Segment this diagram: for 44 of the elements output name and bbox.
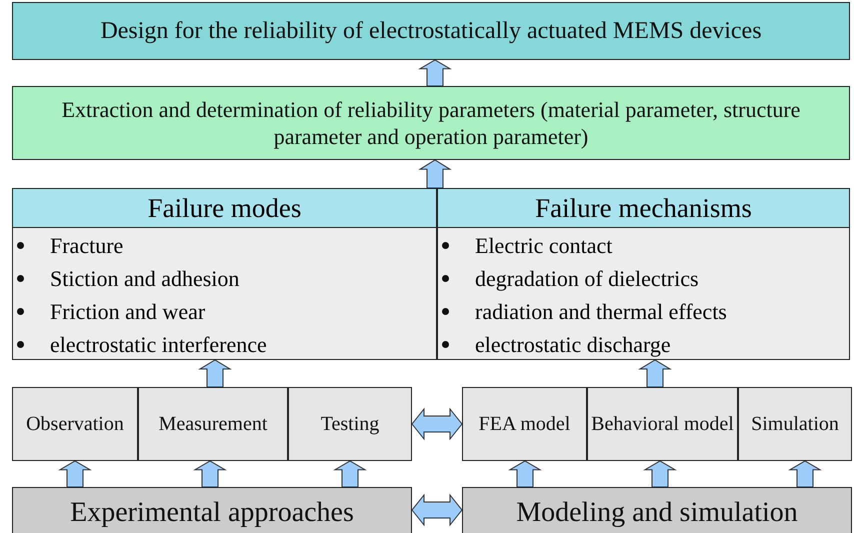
bullet-item: radiation and thermal effects: [475, 298, 727, 326]
block-arrow: [508, 460, 542, 488]
box-text: Testing: [320, 412, 380, 436]
box-text: FEA model: [478, 412, 570, 436]
bullet-item: Electric contact: [475, 232, 612, 260]
block-arrow: [193, 460, 227, 488]
double-block-arrow: [411, 408, 463, 440]
process-box: [12, 387, 138, 461]
box-text: Simulation: [751, 412, 839, 436]
bullet-item: Fracture: [50, 232, 124, 260]
block-arrow: [333, 460, 367, 488]
block-arrow: [58, 460, 92, 488]
block-arrow: [418, 59, 452, 86]
block-arrow: [638, 359, 672, 388]
box-text: Extraction and determination of reliability parameters (material parameter, structure parameter and operation parameter): [60, 96, 802, 150]
process-box: [738, 387, 852, 461]
bullet-item: Stiction and adhesion: [50, 264, 240, 292]
process-box: [587, 387, 738, 461]
failure-panel: [437, 188, 850, 360]
box-text: Observation: [26, 412, 124, 436]
title-box: [12, 86, 850, 160]
bullet-item: electrostatic discharge: [475, 330, 671, 358]
bullet-item: electrostatic interference: [50, 330, 267, 358]
box-text: Measurement: [158, 412, 268, 436]
process-box: [462, 387, 587, 461]
block-arrow: [788, 460, 822, 488]
bullet-item: Friction and wear: [50, 298, 206, 326]
block-arrow: [198, 359, 232, 388]
process-box: [12, 487, 412, 533]
process-box: [462, 487, 852, 533]
box-text: Experimental approaches: [70, 496, 354, 530]
title-box: [12, 2, 850, 60]
process-box: [138, 387, 288, 461]
box-text: Design for the reliability of electrostatically actuated MEMS devices: [100, 17, 762, 46]
block-arrow: [643, 460, 677, 488]
process-box: [288, 387, 412, 461]
box-text: Modeling and simulation: [516, 496, 798, 530]
failure-panel: [12, 188, 437, 360]
panel-heading: Failure modes: [13, 189, 436, 228]
panel-heading: Failure mechanisms: [438, 189, 849, 228]
double-block-arrow: [411, 494, 463, 526]
bullet-item: degradation of dielectrics: [475, 264, 699, 292]
box-text: Behavioral model: [591, 412, 734, 436]
block-arrow: [418, 159, 452, 188]
